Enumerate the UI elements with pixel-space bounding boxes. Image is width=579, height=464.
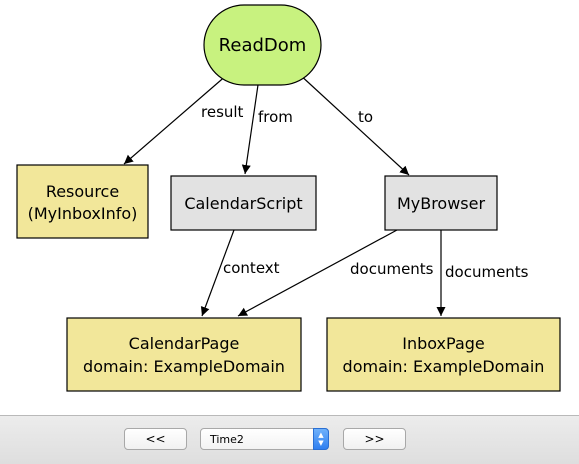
edge-to [297,72,410,176]
node-resource-line1: Resource [46,182,119,201]
edge-label-result: result [201,103,244,121]
node-calendarpage-line2: domain: ExampleDomain [83,357,285,376]
edge-label-documents-left: documents [350,260,434,278]
node-resource[interactable]: Resource (MyInboxInfo) [16,164,149,239]
node-calendarpage[interactable]: CalendarPage domain: ExampleDomain [66,317,302,392]
edge-label-context: context [223,259,280,277]
time-select-value: Time2 [210,433,244,446]
node-calendarpage-line1: CalendarPage [129,334,240,353]
diagram: result from to context documents documen… [16,4,561,392]
time-select[interactable]: Time2 ▲▼ [200,428,329,450]
node-mybrowser-label: MyBrowser [397,194,486,213]
node-resource-line2: (MyInboxInfo) [28,204,138,223]
select-arrows-icon: ▲▼ [313,428,329,450]
edge-context [200,229,235,317]
node-mybrowser[interactable]: MyBrowser [384,175,498,231]
edge-label-from: from [258,108,293,126]
node-readdom[interactable]: ReadDom [203,4,322,86]
node-calendarscript-label: CalendarScript [184,194,302,213]
edge-from [241,77,260,175]
node-inboxpage[interactable]: InboxPage domain: ExampleDomain [326,317,561,392]
edge-result [123,73,229,165]
edge-label-documents-right: documents [445,263,529,281]
edge-documents-left [237,229,398,317]
previous-button[interactable]: << [124,428,187,450]
timeline-toolbar: << Time2 ▲▼ >> [0,415,579,464]
next-button[interactable]: >> [343,428,406,450]
node-inboxpage-line2: domain: ExampleDomain [343,357,545,376]
node-inboxpage-line1: InboxPage [402,334,485,353]
diagram-canvas: result from to context documents documen… [16,4,561,392]
edge-label-to: to [358,108,373,126]
node-readdom-label: ReadDom [219,35,307,56]
node-calendarscript[interactable]: CalendarScript [170,175,317,231]
